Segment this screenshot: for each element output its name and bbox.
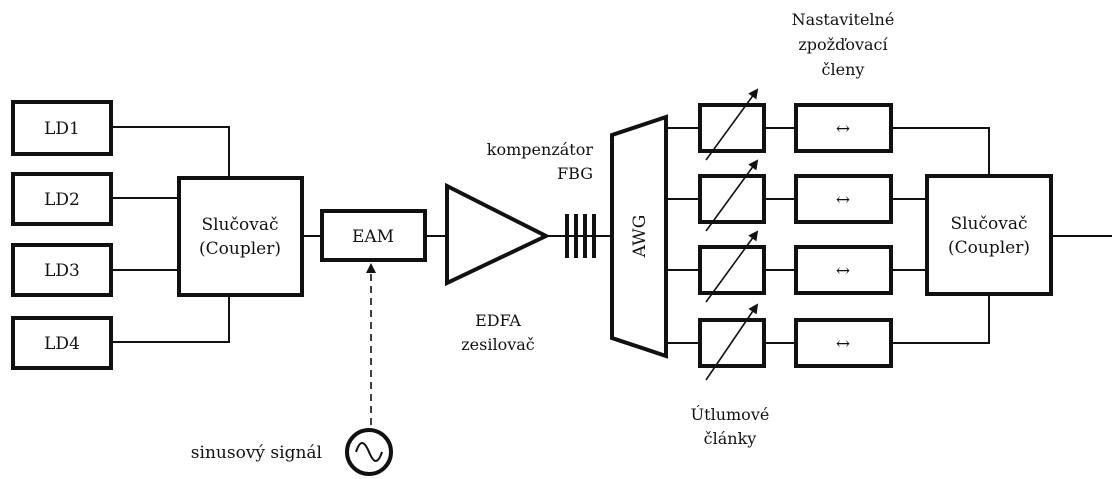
laser-ld4: LD4 [11, 316, 113, 370]
eam-modulator: EAM [320, 209, 427, 262]
laser-ld2-label: LD2 [44, 190, 80, 210]
delay-line-4-symbol: ↔ [836, 334, 850, 354]
delays-label-2: zpožďovací [798, 35, 888, 54]
input-coupler-label-2: (Coupler) [199, 239, 281, 259]
sine-source-label: sinusový signál [191, 443, 322, 463]
edfa-amplifier [445, 182, 551, 287]
attenuators-label-1: Útlumové [691, 404, 770, 424]
edfa-label-2: zesilovač [461, 335, 535, 354]
sine-wave-icon [355, 442, 383, 462]
eam-label: EAM [352, 227, 394, 247]
input-coupler: Slučovač (Coupler) [177, 176, 304, 297]
attenuator-3 [698, 230, 766, 303]
sine-source [345, 428, 393, 476]
laser-ld2: LD2 [11, 172, 113, 226]
delay-coupler-wires [891, 127, 990, 344]
laser-ld1: LD1 [11, 100, 113, 156]
edfa-label-1: EDFA [475, 311, 521, 330]
delay-line-3: ↔ [794, 245, 893, 295]
awg-label: AWG [630, 215, 650, 259]
output-coupler-label-2: (Coupler) [948, 238, 1030, 258]
delay-line-3-symbol: ↔ [836, 261, 850, 281]
laser-ld3: LD3 [11, 243, 113, 297]
delay-line-2-symbol: ↔ [836, 190, 850, 210]
attenuators-label-2: články [704, 429, 757, 448]
laser-wires [111, 126, 230, 343]
output-coupler: Slučovač (Coupler) [925, 174, 1053, 296]
fbg-compensator [565, 214, 596, 258]
awg-output-wires [666, 127, 700, 344]
awg-demux: AWG [610, 114, 668, 359]
attenuator-1 [698, 88, 766, 161]
attenuator-delay-wires [764, 127, 796, 344]
delay-line-1: ↔ [794, 103, 893, 153]
output-coupler-label-1: Slučovač [950, 214, 1027, 234]
delays-label-3: členy [822, 60, 865, 79]
delay-line-4: ↔ [794, 318, 893, 368]
fbg-label-1: kompenzátor [487, 140, 594, 159]
laser-ld4-label: LD4 [44, 334, 80, 354]
fbg-label-2: FBG [557, 164, 593, 183]
delay-line-1-symbol: ↔ [836, 119, 850, 139]
delay-line-2: ↔ [794, 174, 893, 224]
laser-ld3-label: LD3 [44, 261, 80, 281]
attenuator-2 [698, 159, 766, 232]
input-coupler-label-1: Slučovač [201, 215, 278, 235]
laser-ld1-label: LD1 [44, 119, 80, 139]
delays-label-1: Nastavitelné [792, 10, 895, 29]
attenuator-4 [698, 303, 766, 381]
